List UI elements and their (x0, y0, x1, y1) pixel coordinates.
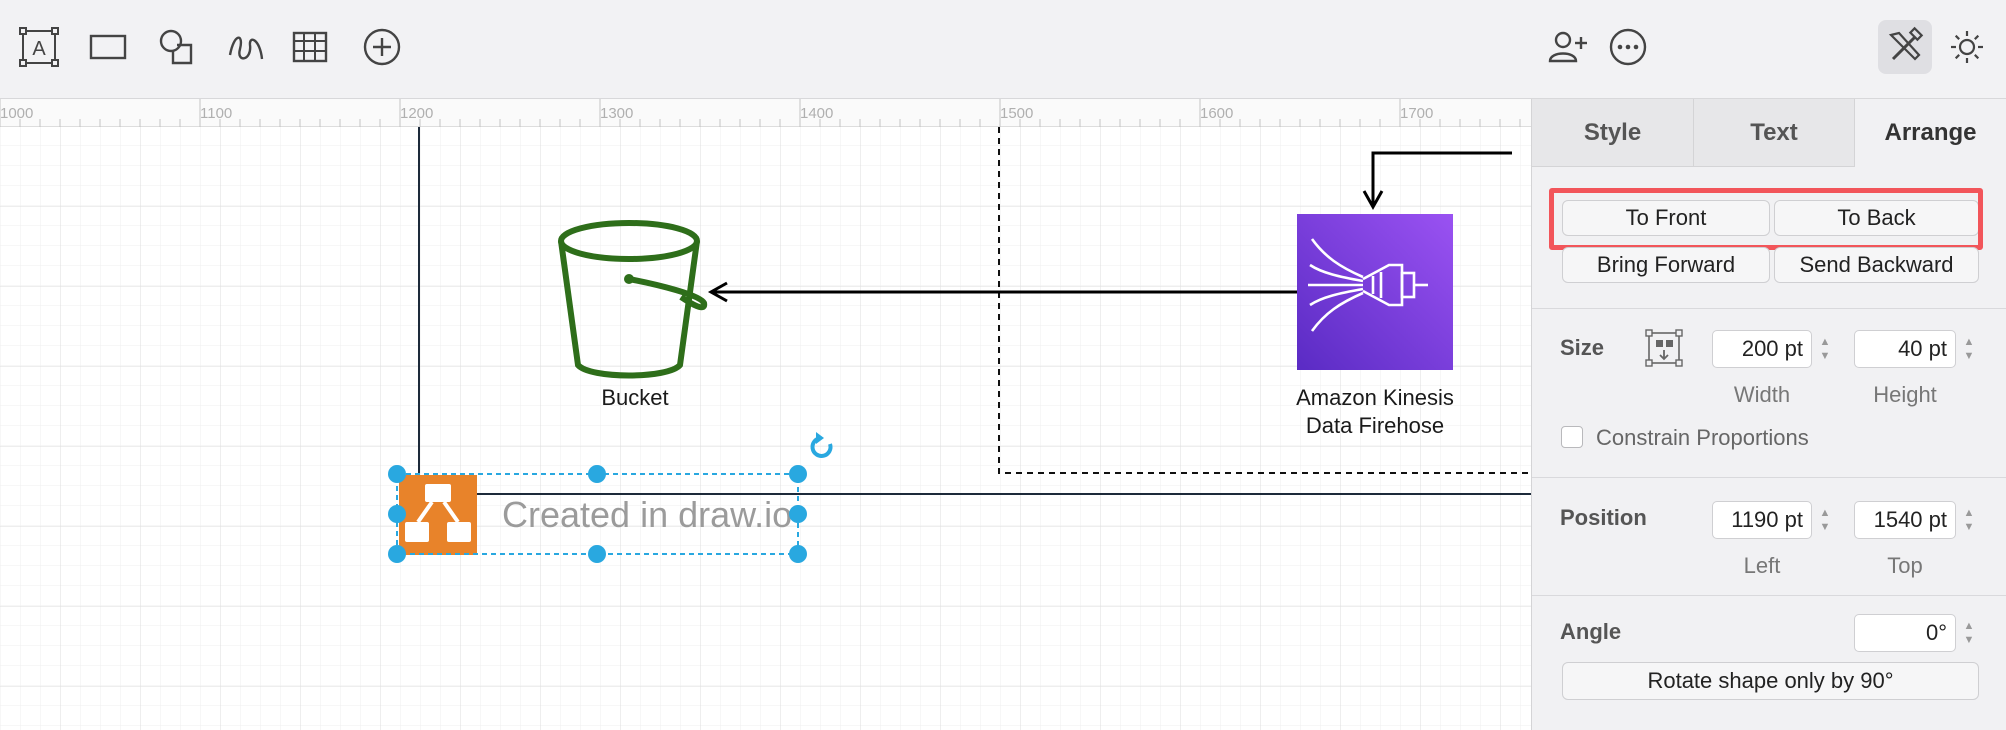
freehand-tool-icon[interactable] (219, 20, 273, 74)
horizontal-ruler: 1000 1100 1200 1300 1400 1500 1600 1700 (0, 99, 1531, 127)
format-panel-icon[interactable] (1878, 20, 1932, 74)
connector-arrow-top[interactable] (1371, 151, 1512, 204)
top-label: Top (1887, 553, 1923, 578)
section-divider (1532, 308, 2006, 309)
width-label: Width (1733, 382, 1791, 407)
autosize-icon[interactable] (1645, 329, 1683, 367)
width-stepper[interactable]: ▲▼ (1819, 336, 1831, 362)
arrowhead-down-icon (1362, 190, 1384, 211)
format-tabs: Style Text Arrange (1532, 99, 2006, 167)
section-divider (1532, 477, 2006, 478)
width-field[interactable]: 200 pt (1712, 330, 1812, 368)
top-stepper[interactable]: ▲▼ (1963, 507, 1975, 533)
drawio-logo-icon[interactable] (399, 475, 477, 555)
firehose-label-line2: Data Firehose (1305, 413, 1445, 438)
tab-style[interactable]: Style (1532, 99, 1694, 167)
angle-label: Angle (1560, 619, 1622, 644)
height-stepper[interactable]: ▲▼ (1963, 336, 1975, 362)
ruler-label: 1700 (1400, 105, 1434, 122)
dashed-group-border[interactable] (998, 127, 1531, 474)
firehose-label-line1: Amazon Kinesis (1296, 385, 1454, 410)
ruler-ticks (0, 99, 1521, 127)
kinesis-firehose-icon[interactable] (1297, 214, 1453, 370)
insert-more-icon[interactable] (355, 20, 409, 74)
diagram-canvas[interactable]: 1000 1100 1200 1300 1400 1500 1600 1700 (0, 99, 1531, 730)
shapes-tool-icon[interactable] (150, 20, 204, 74)
selection-handles[interactable] (388, 465, 807, 563)
tab-text[interactable]: Text (1694, 99, 1855, 167)
angle-field[interactable]: 0° (1854, 614, 1956, 652)
ruler-label: 1200 (400, 105, 434, 122)
top-field[interactable]: 1540 pt (1854, 501, 1956, 539)
bring-forward-button[interactable]: Bring Forward (1562, 247, 1770, 283)
position-label: Position (1560, 505, 1647, 530)
height-label: Height (1873, 382, 1937, 407)
share-icon[interactable] (1540, 20, 1594, 74)
left-field[interactable]: 1190 pt (1712, 501, 1812, 539)
table-tool-icon[interactable] (283, 20, 337, 74)
selected-text-label[interactable]: Created in draw.io (502, 494, 792, 535)
ruler-label: 1300 (600, 105, 634, 122)
send-backward-button[interactable]: Send Backward (1774, 247, 1979, 283)
to-front-button[interactable]: To Front (1562, 200, 1770, 236)
angle-stepper[interactable]: ▲▼ (1963, 620, 1975, 646)
ruler-label: 1600 (1200, 105, 1234, 122)
ruler-label: 1100 (200, 105, 233, 122)
constrain-proportions-label: Constrain Proportions (1596, 425, 1809, 450)
s3-bucket-icon[interactable] (558, 220, 708, 379)
main-toolbar: A (0, 0, 2006, 99)
size-label: Size (1560, 335, 1605, 360)
section-divider (1532, 595, 2006, 596)
text-tool-icon[interactable]: A (12, 20, 66, 74)
rectangle-tool-icon[interactable] (81, 20, 135, 74)
left-label: Left (1743, 553, 1781, 578)
bucket-label: Bucket (601, 385, 669, 410)
height-field[interactable]: 40 pt (1854, 330, 1956, 368)
ruler-label: 1400 (800, 105, 834, 122)
canvas-grid: Created in draw.io (0, 127, 1531, 730)
arrowhead-left-icon (707, 281, 728, 303)
rotate-90-button[interactable]: Rotate shape only by 90° (1562, 662, 1979, 700)
tab-arrange[interactable]: Arrange (1855, 99, 2006, 167)
theme-icon[interactable] (1940, 20, 1994, 74)
more-options-icon[interactable] (1601, 20, 1655, 74)
highlight-box (1549, 188, 1983, 250)
ruler-label: 1000 (0, 105, 34, 122)
constrain-proportions-checkbox[interactable] (1561, 426, 1583, 448)
format-panel: Style Text Arrange To Front To Back Brin… (1531, 99, 2006, 730)
rotate-handle-icon[interactable] (810, 432, 833, 458)
ruler-label: 1500 (1000, 105, 1034, 122)
svg-text:A: A (32, 38, 46, 60)
left-stepper[interactable]: ▲▼ (1819, 507, 1831, 533)
